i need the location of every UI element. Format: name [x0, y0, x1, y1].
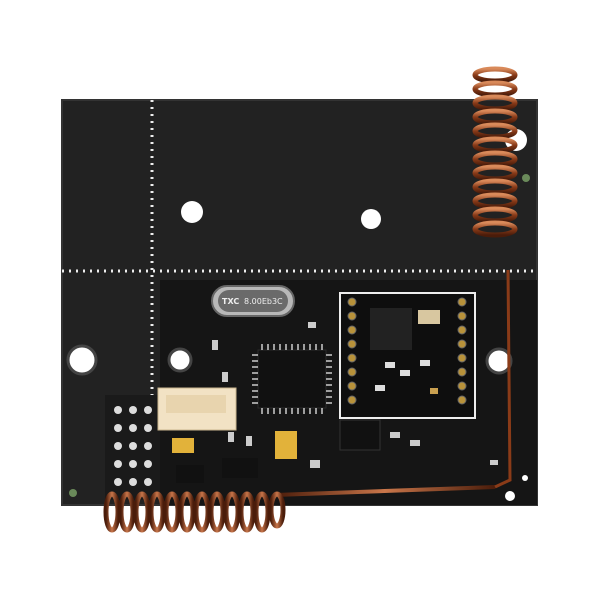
- radio-chip: [370, 308, 412, 350]
- tantalum-capacitor: [172, 438, 194, 453]
- mounting-hole: [181, 201, 203, 223]
- rf-crystal: [418, 310, 440, 324]
- via: [69, 489, 77, 497]
- regulator-chip: [222, 458, 258, 478]
- transistor: [176, 465, 204, 483]
- crystal-oscillator: TXC 8.00Eb3C: [211, 285, 295, 317]
- mounting-hole: [485, 347, 513, 375]
- via: [505, 491, 515, 501]
- via: [522, 174, 530, 182]
- via: [522, 475, 528, 481]
- pin-header: [105, 395, 160, 500]
- ic-chip: [339, 419, 381, 451]
- mounting-hole: [361, 209, 381, 229]
- crystal-brand-label: TXC: [222, 297, 239, 306]
- spiral-antenna-vertical: [472, 66, 518, 238]
- rf-module: [339, 292, 476, 419]
- mounting-hole: [167, 347, 193, 373]
- tantalum-capacitor: [275, 431, 297, 459]
- crystal-freq-label: 8.00Eb3C: [244, 297, 283, 306]
- mounting-hole: [66, 344, 98, 376]
- spiral-antenna-horizontal: [103, 491, 286, 533]
- antenna-wire: [274, 485, 496, 497]
- smd-components: [212, 322, 498, 468]
- jst-connector: [157, 387, 237, 431]
- antenna-wire: [494, 269, 512, 489]
- microcontroller-chip: [252, 344, 332, 414]
